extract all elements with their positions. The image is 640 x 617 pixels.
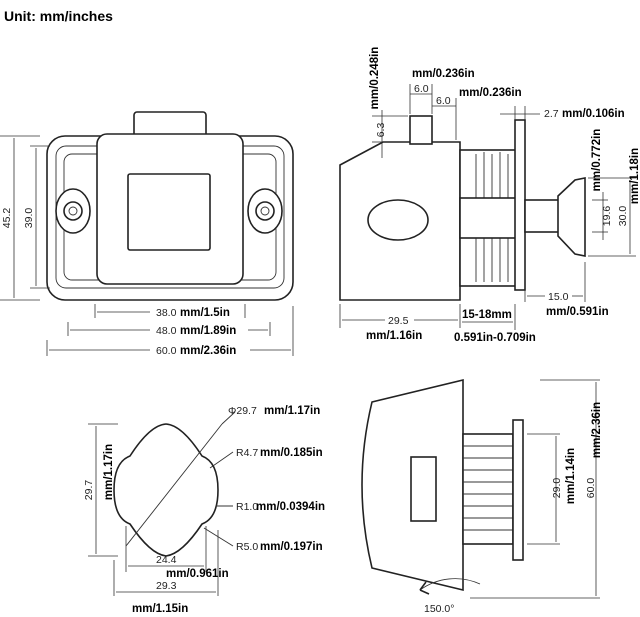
slot: [410, 456, 437, 522]
dim-flange-thickness: mm/0.106in: [562, 108, 625, 120]
knob: [557, 177, 586, 257]
svg-text:6.0: 6.0: [436, 95, 451, 107]
housing-side: [339, 141, 461, 301]
push-button: [127, 173, 211, 251]
dim-knob-diameter: mm/1.18in: [629, 148, 640, 204]
cutout-view: 29.7 mm/1.17in Φ29.7 mm/1.17in R4.7 mm/0…: [83, 405, 325, 615]
oval-button: [367, 199, 429, 241]
side-view: 6.0 mm/0.236in 6.0 mm/0.236in 6.3 mm/0.2…: [339, 47, 640, 344]
svg-text:R1.0: R1.0: [236, 501, 258, 513]
dim-knob-shaft: mm/0.772in: [591, 129, 603, 192]
svg-text:0.591in-0.709in: 0.591in-0.709in: [454, 332, 536, 344]
dim-cutout-inner-width: mm/0.961in: [166, 568, 229, 580]
svg-text:29.7: 29.7: [83, 480, 95, 501]
svg-text:mm/1.5in: mm/1.5in: [180, 307, 230, 319]
svg-text:mm/2.36in: mm/2.36in: [180, 345, 236, 357]
svg-text:60.0: 60.0: [585, 478, 597, 499]
housing-rotated: [361, 378, 464, 592]
dim-cutout-diameter: mm/1.17in: [264, 405, 320, 417]
rotation-arc: [419, 578, 481, 591]
svg-text:6.3: 6.3: [375, 123, 387, 138]
dim-cutout-height: mm/1.17in: [103, 444, 115, 500]
dim-radius-10: mm/0.0394in: [256, 501, 325, 513]
dim-height-inner: 39.0: [23, 208, 35, 229]
svg-text:19.6: 19.6: [601, 206, 613, 227]
dim-cutout-width: mm/1.15in: [132, 603, 188, 615]
svg-text:30.0: 30.0: [617, 206, 629, 227]
dim-thread-length: mm/1.14in: [565, 448, 577, 504]
screw-hole-right: [255, 201, 275, 221]
dim-width-38: 38.0: [156, 307, 177, 319]
svg-text:6.0: 6.0: [414, 83, 429, 95]
svg-text:29.3: 29.3: [156, 580, 177, 592]
dim-tab-width: mm/0.236in: [412, 68, 475, 80]
svg-text:mm/0.236in: mm/0.236in: [459, 87, 522, 99]
svg-text:15.0: 15.0: [548, 291, 569, 303]
dim-height-outer: 45.2: [1, 208, 13, 229]
dim-housing-depth: mm/1.16in: [366, 330, 422, 342]
svg-text:29.0: 29.0: [551, 478, 563, 499]
svg-text:Φ29.7: Φ29.7: [228, 405, 257, 417]
cutout-outline: [113, 423, 219, 557]
rotate-view: 150.0° 29.0 mm/1.14in 60.0 mm/2.36in: [361, 378, 603, 615]
dim-knob-projection: mm/0.591in: [546, 306, 609, 318]
flange: [514, 119, 526, 291]
screw-hole-left: [63, 201, 83, 221]
svg-text:24.4: 24.4: [156, 554, 177, 566]
svg-text:mm/1.89in: mm/1.89in: [180, 325, 236, 337]
button-housing: [96, 133, 244, 285]
dim-tab-height: mm/0.248in: [369, 47, 381, 110]
svg-text:R5.0: R5.0: [236, 541, 258, 553]
svg-text:29.5: 29.5: [388, 315, 409, 327]
svg-text:2.7: 2.7: [544, 108, 559, 120]
dim-overall-height: mm/2.36in: [591, 402, 603, 458]
dim-radius-50: mm/0.197in: [260, 541, 323, 553]
svg-text:R4.7: R4.7: [236, 447, 258, 459]
dim-width-48: 48.0: [156, 325, 177, 337]
dim-radius-47: mm/0.185in: [260, 447, 323, 459]
unit-heading: Unit: mm/inches: [4, 8, 113, 24]
front-view: 45.2 39.0 38.0 mm/1.5in 48.0 mm/1.89in 6…: [0, 111, 294, 357]
dim-panel-range: 15-18mm: [462, 309, 512, 321]
rotation-angle: 150.0°: [424, 603, 454, 615]
dim-width-60: 60.0: [156, 345, 177, 357]
